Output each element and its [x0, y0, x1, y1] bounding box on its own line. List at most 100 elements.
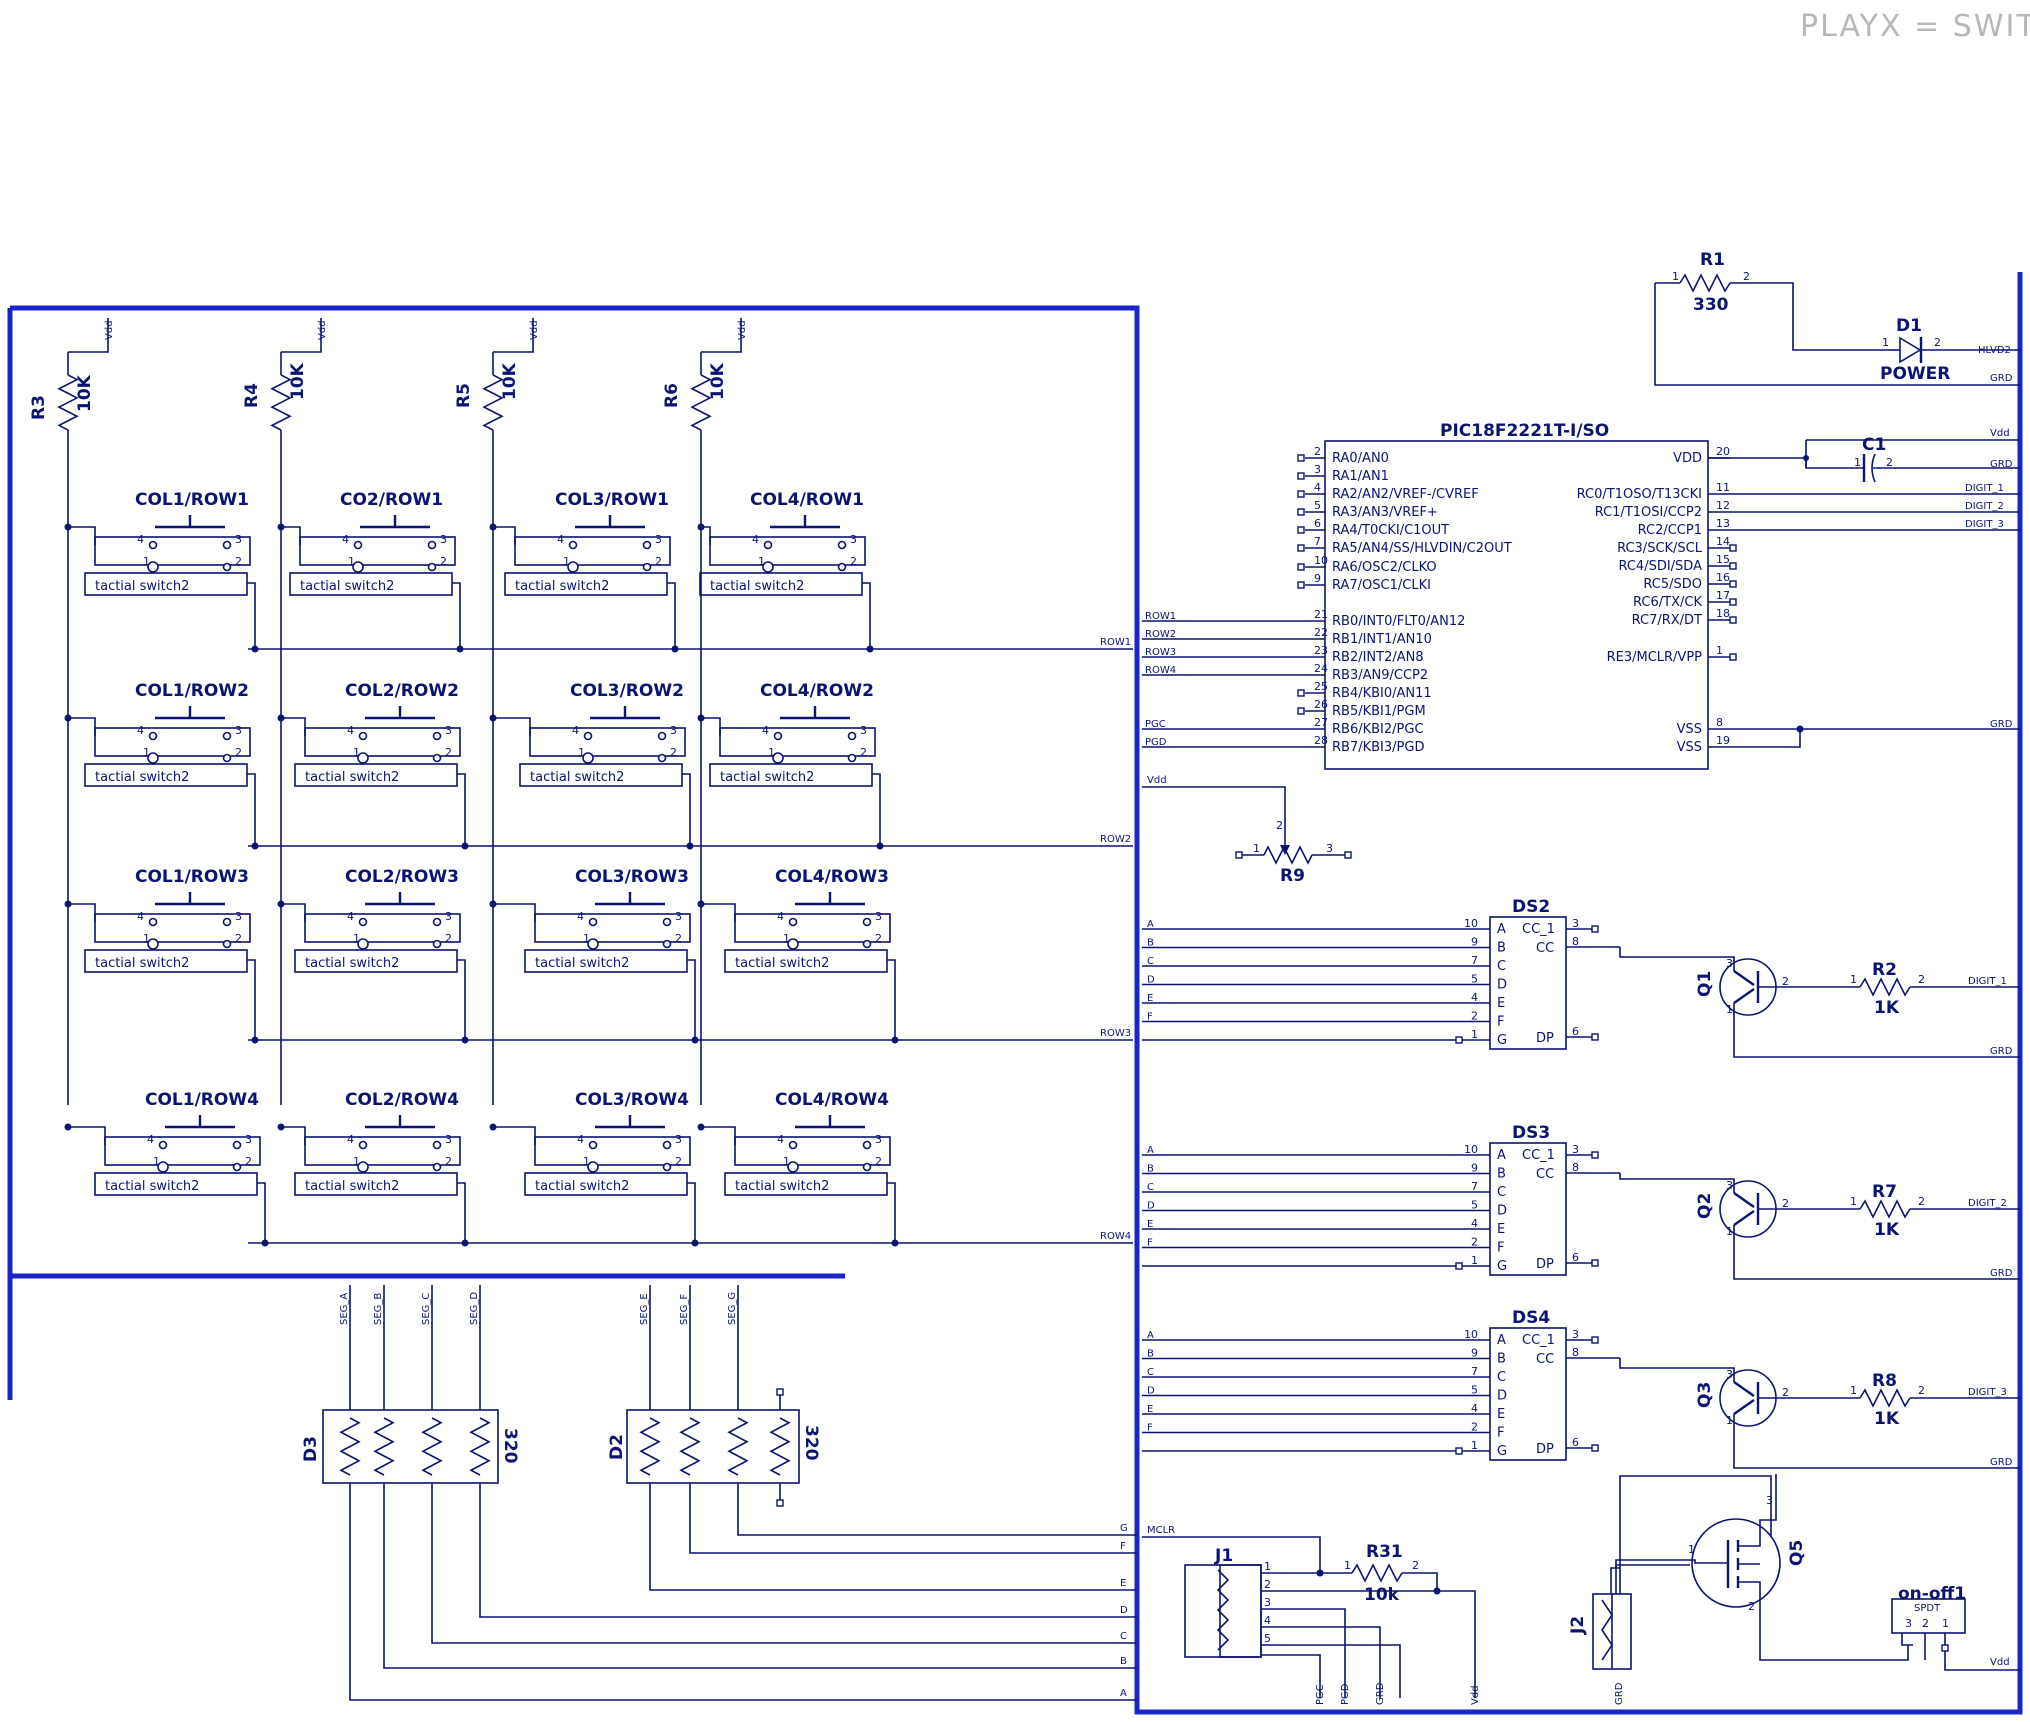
net-row: ROW3: [1145, 647, 1176, 658]
net-mclr: MCLR: [1147, 1525, 1175, 1536]
svg-text:2: 2: [1412, 1559, 1419, 1572]
net-grd: GRD: [1614, 1682, 1625, 1705]
mcu-pin-name: RC2/CCP1: [1638, 523, 1702, 538]
segment-pin: F: [1497, 1426, 1504, 1441]
net-vdd: Vdd: [737, 320, 748, 340]
net-letter: F: [1120, 1541, 1126, 1552]
pullup-value: 10K: [708, 362, 728, 400]
svg-text:4: 4: [777, 1133, 784, 1146]
svg-text:2: 2: [1886, 456, 1893, 469]
svg-text:5: 5: [1471, 973, 1478, 986]
segment-pin: G: [1497, 1444, 1507, 1459]
net-vdd: Vdd: [529, 320, 540, 340]
q5-mosfet: Q5 132: [1615, 1474, 1909, 1661]
mcu-pin-name: RB0/INT0/FLT0/AN12: [1332, 614, 1465, 629]
svg-text:1: 1: [1726, 1414, 1733, 1427]
j1-ref: J1: [1214, 1546, 1233, 1566]
net-seg: D: [1147, 1386, 1155, 1397]
r31-ref: R31: [1366, 1542, 1403, 1562]
svg-text:1: 1: [1471, 1028, 1478, 1041]
net-seg: SEG_F: [679, 1294, 690, 1325]
svg-text:7: 7: [1471, 1180, 1478, 1193]
net-grd: GRD: [1990, 1046, 2013, 1057]
svg-text:20: 20: [1716, 445, 1730, 458]
svg-text:2: 2: [850, 555, 857, 568]
bottom-net-a: A: [349, 1483, 1137, 1701]
segment-pin: F: [1497, 1015, 1504, 1030]
svg-text:3: 3: [1905, 1617, 1912, 1630]
mcu-pin-name: RA1/AN1: [1332, 469, 1389, 484]
switch-type: tactial switch2: [305, 1179, 399, 1194]
switch-label: COL4/ROW1: [750, 490, 864, 510]
svg-text:9: 9: [1471, 1347, 1478, 1360]
svg-text:4: 4: [752, 533, 759, 546]
svg-text:4: 4: [1314, 481, 1321, 494]
net-seg: E: [1147, 1219, 1153, 1230]
net-digit: DIGIT_3: [1965, 519, 2004, 530]
switch-type: tactial switch2: [300, 579, 394, 594]
svg-text:3: 3: [670, 724, 677, 737]
svg-text:3: 3: [235, 724, 242, 737]
mcu-pin-name: RB4/KBI0/AN11: [1332, 686, 1432, 701]
mcu-pin-name: RC6/TX/CK: [1633, 595, 1702, 610]
svg-text:3: 3: [440, 533, 447, 546]
svg-text:2: 2: [1264, 1578, 1271, 1591]
svg-text:1: 1: [143, 555, 150, 568]
mcu-pin-name: RC1/T1OSI/CCP2: [1595, 505, 1702, 520]
bottom-net-e: E: [649, 1483, 1137, 1591]
cc-label: CC: [1536, 941, 1554, 956]
net-seg: E: [1147, 993, 1153, 1004]
base-res-value: 1K: [1874, 1220, 1900, 1240]
svg-text:10: 10: [1314, 554, 1328, 567]
mcu-pin-name: VDD: [1673, 451, 1702, 466]
cc1-label: CC_1: [1522, 1148, 1555, 1163]
svg-text:2: 2: [675, 1155, 682, 1168]
display-ref: DS2: [1512, 897, 1550, 917]
seg-net-6: SEG_F: [679, 1285, 691, 1410]
switch-label: COL2/ROW3: [345, 867, 459, 887]
svg-text:4: 4: [137, 533, 144, 546]
svg-text:9: 9: [1314, 572, 1321, 585]
svg-text:5: 5: [1264, 1632, 1271, 1645]
switch-label: COL1/ROW1: [135, 490, 249, 510]
svg-text:18: 18: [1716, 607, 1730, 620]
base-res-ref: R7: [1872, 1182, 1897, 1202]
net-pgd: PGD: [1145, 737, 1167, 748]
frame: [7, 272, 2023, 1715]
switch-type: tactial switch2: [710, 579, 804, 594]
svg-text:16: 16: [1716, 571, 1730, 584]
net-row: ROW2: [1100, 834, 1131, 845]
svg-text:7: 7: [1314, 535, 1321, 548]
segment-pin: F: [1497, 1241, 1504, 1256]
net-vdd: Vdd: [104, 320, 115, 340]
mcu-pin-name: VSS: [1677, 740, 1702, 755]
svg-text:24: 24: [1314, 662, 1328, 675]
svg-text:4: 4: [1471, 1402, 1478, 1415]
svg-text:1: 1: [1854, 456, 1861, 469]
svg-text:4: 4: [572, 724, 579, 737]
mcu-pin-name: RC0/T1OSO/T13CKI: [1577, 487, 1702, 502]
svg-text:3: 3: [860, 724, 867, 737]
net-row: ROW1: [1100, 637, 1131, 648]
net-letter: C: [1120, 1631, 1127, 1642]
segment-pin: B: [1497, 941, 1506, 956]
r1-ref: R1: [1700, 250, 1725, 270]
svg-text:4: 4: [347, 724, 354, 737]
svg-text:1: 1: [353, 1155, 360, 1168]
pullup-ref: R5: [454, 383, 474, 408]
bottom-net-f: F: [689, 1483, 1137, 1554]
